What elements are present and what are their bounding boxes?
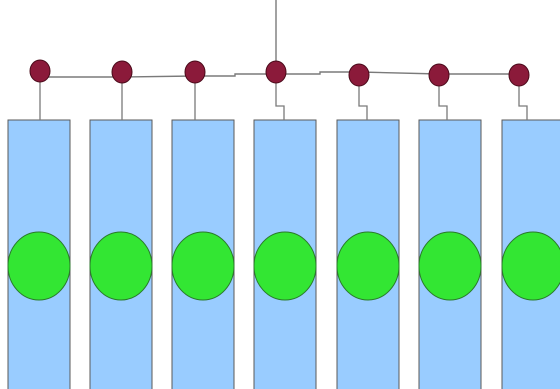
bus-wires (40, 0, 519, 78)
column-1 (7, 119, 71, 389)
green-circle (171, 231, 235, 301)
node-dot (348, 63, 370, 87)
green-circle (418, 231, 482, 301)
node-dot (184, 60, 206, 84)
column-3 (171, 119, 235, 389)
bus-line-right (276, 71, 519, 75)
columns (7, 119, 560, 389)
node-dot (508, 63, 530, 87)
green-circle (89, 231, 153, 301)
nodes (29, 59, 530, 87)
column-4 (253, 119, 317, 389)
column-6 (418, 119, 482, 389)
lead-wire (275, 72, 285, 120)
green-circle (336, 231, 400, 301)
lead-wire (438, 75, 448, 120)
lead-wire (518, 75, 528, 120)
node-dot (111, 60, 133, 84)
column-2 (89, 119, 153, 389)
green-circle (501, 231, 560, 301)
node-dot (29, 59, 51, 83)
green-circle (7, 231, 71, 301)
column-7 (501, 119, 560, 389)
leads (39, 71, 528, 120)
bus-line (40, 73, 276, 78)
lead-wire (358, 75, 368, 120)
node-dot (265, 60, 287, 84)
node-dot (428, 63, 450, 87)
column-5 (336, 119, 400, 389)
green-circle (253, 231, 317, 301)
